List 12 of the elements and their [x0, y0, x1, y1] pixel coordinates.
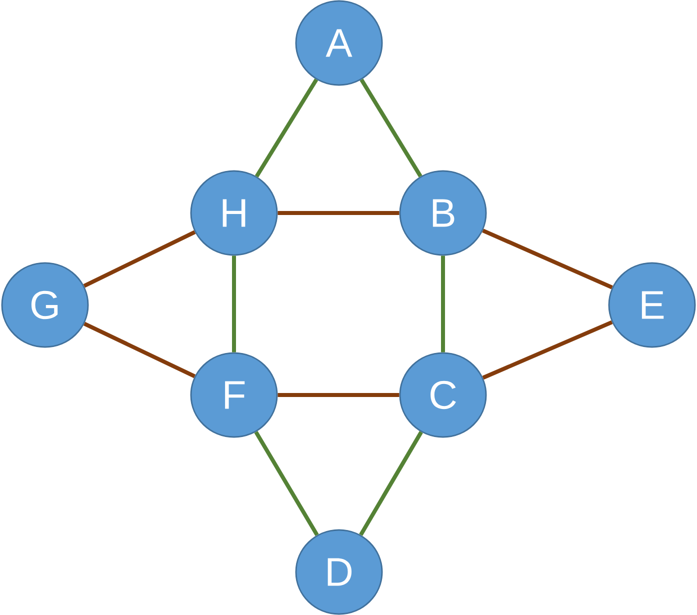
connector-line — [83, 230, 196, 288]
connector-line — [482, 228, 613, 290]
connector-line — [360, 78, 422, 178]
connector-line — [278, 392, 400, 397]
connector-line — [278, 210, 400, 215]
connector-line — [482, 320, 613, 380]
connector-line — [254, 78, 318, 178]
connector-line — [232, 256, 236, 352]
connector-line — [441, 256, 445, 352]
connector-line — [83, 322, 196, 378]
connector-line — [254, 430, 319, 536]
connector-line — [359, 431, 423, 536]
